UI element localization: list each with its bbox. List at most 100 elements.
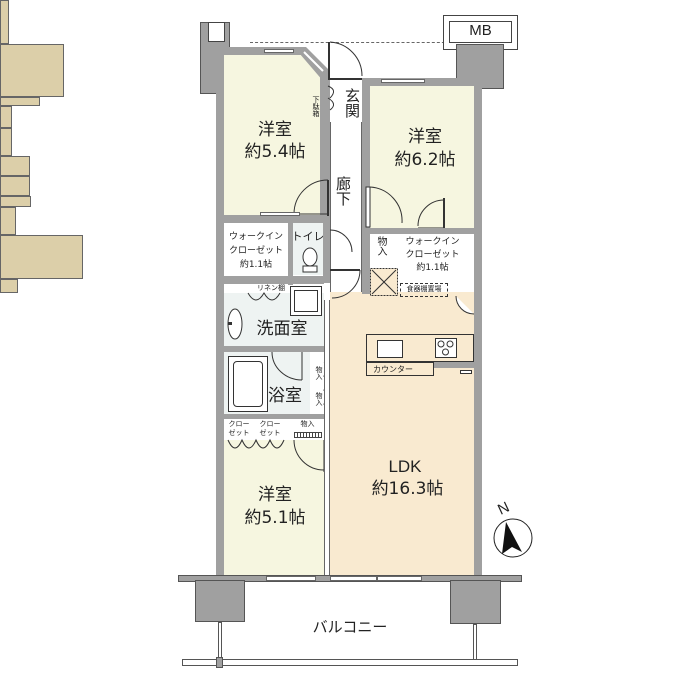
air-vent xyxy=(294,432,322,438)
window-ldk-2[interactable] xyxy=(377,576,422,581)
storage-bath-3 xyxy=(0,196,31,207)
wall-counter xyxy=(434,362,474,368)
western-room-1-name: 洋室 xyxy=(258,120,292,140)
western-room-3 xyxy=(224,440,324,575)
compass-north-icon xyxy=(493,518,533,558)
wic-left-line2: クローゼット xyxy=(228,246,283,256)
storage-bath-2-label: 物入 xyxy=(315,392,323,406)
wic-left-size: 約1.1帖 xyxy=(239,260,273,270)
entrance xyxy=(330,80,362,120)
dish-storage xyxy=(400,283,448,297)
stove-icon xyxy=(435,338,457,358)
ldk-name: LDK xyxy=(388,457,422,476)
western-room-2-name: 洋室 xyxy=(408,127,442,147)
counter-label: カウンター xyxy=(373,365,413,374)
closet-doors xyxy=(227,438,285,449)
balcony-partition-right xyxy=(473,624,477,660)
window-ldk-1[interactable] xyxy=(330,576,377,581)
toilet-bowl-icon xyxy=(302,247,318,273)
toilet-door[interactable] xyxy=(329,229,353,256)
column-bottom-right xyxy=(450,580,501,624)
washbasin-icon xyxy=(227,308,243,340)
closet-1-line2: ゼット xyxy=(228,429,250,437)
western-1-door[interactable] xyxy=(293,179,330,216)
wic-right-line2: クローゼット xyxy=(405,250,460,260)
storage-bath-1 xyxy=(0,106,12,128)
meter-box-label: MB xyxy=(469,22,492,39)
balcony-label: バルコニー xyxy=(312,618,388,636)
outer-wall-right xyxy=(474,85,482,575)
sliding-partition[interactable] xyxy=(324,300,330,575)
hallway-label: 廊下 xyxy=(334,176,352,206)
window-western-2[interactable] xyxy=(381,79,425,83)
entrance-door[interactable] xyxy=(328,41,364,82)
dish-storage-label: 食器棚置場 xyxy=(406,285,442,293)
storage-bath-3-label: 物入 xyxy=(300,420,315,428)
balcony-partition-left xyxy=(218,622,222,660)
western-room-2-size: 約6.2帖 xyxy=(394,150,456,170)
diagonal-wall xyxy=(296,47,328,79)
bathroom-label: 浴室 xyxy=(268,386,302,406)
storage-hallway xyxy=(0,207,16,235)
storage-hallway-label: 物入 xyxy=(375,236,386,256)
wall-below-western1 xyxy=(224,215,330,223)
column-vent xyxy=(208,22,225,42)
washroom-cabinet-doors xyxy=(247,291,281,301)
kitchen-counter xyxy=(366,334,474,362)
shoe-closet xyxy=(0,0,9,44)
wall-hallway-western2 xyxy=(362,80,370,232)
western-room-3-name: 洋室 xyxy=(258,485,292,505)
wall-toilet-left xyxy=(288,223,293,285)
hallway xyxy=(330,122,362,292)
counter-bar xyxy=(366,362,434,376)
wall-storage xyxy=(362,234,370,294)
wall-toilet-right xyxy=(323,223,330,283)
washing-machine-pan xyxy=(290,286,322,316)
ldk-door[interactable] xyxy=(330,268,362,300)
storage-bath-1-label: 物入 xyxy=(315,366,323,380)
western-room-1-size: 約5.4帖 xyxy=(244,142,306,162)
railing-post xyxy=(216,657,223,668)
walk-in-closet-left xyxy=(0,44,64,97)
wall-below-wic-left xyxy=(224,276,324,284)
linen-shelf xyxy=(0,97,40,106)
kitchen-side-storage xyxy=(0,279,18,293)
western-2-wic-door[interactable] xyxy=(416,198,446,230)
intercom xyxy=(460,370,472,374)
western-2-door[interactable] xyxy=(365,186,403,229)
bathroom-door[interactable] xyxy=(271,351,306,382)
western-room-3-size: 約5.1帖 xyxy=(244,508,306,528)
refrigerator-space xyxy=(370,268,398,296)
closet-2-line1: クロー xyxy=(259,420,281,428)
wall-kitchen-top xyxy=(362,228,474,234)
closet-1-line1: クロー xyxy=(228,420,250,428)
wic-right-line1: ウォークイン xyxy=(405,237,460,247)
western-3-door[interactable] xyxy=(293,439,325,474)
sink xyxy=(377,340,403,358)
wall-western1-entrance xyxy=(320,75,330,215)
balcony-railing xyxy=(182,659,518,666)
closet-2 xyxy=(0,176,30,196)
wic-left-line1: ウォークイン xyxy=(228,232,283,242)
entrance-label: 玄関 xyxy=(343,88,361,118)
column-bottom-left xyxy=(195,580,245,622)
bathtub xyxy=(228,356,268,412)
washroom-label: 洗面室 xyxy=(256,319,308,339)
closet-1 xyxy=(0,156,30,176)
walk-in-closet-right xyxy=(0,235,83,279)
window-western-3[interactable] xyxy=(266,576,316,581)
outer-wall-left xyxy=(216,90,224,575)
entrance-shoe-doors xyxy=(327,85,334,111)
linen-shelf-label: リネン棚 xyxy=(257,284,285,292)
corridor-dashed-line xyxy=(250,42,455,43)
shoe-closet-label: 下駄箱 xyxy=(312,96,320,117)
ldk-size: 約16.3帖 xyxy=(371,479,444,499)
window-western-1[interactable] xyxy=(264,49,294,53)
storage-bath-2 xyxy=(0,128,12,156)
wall-below-washroom xyxy=(224,346,324,352)
closet-2-line2: ゼット xyxy=(259,429,281,437)
toilet-label: トイレ xyxy=(291,230,325,243)
kitchen-side-door[interactable] xyxy=(455,295,475,316)
window-western1-bottom xyxy=(260,212,300,216)
